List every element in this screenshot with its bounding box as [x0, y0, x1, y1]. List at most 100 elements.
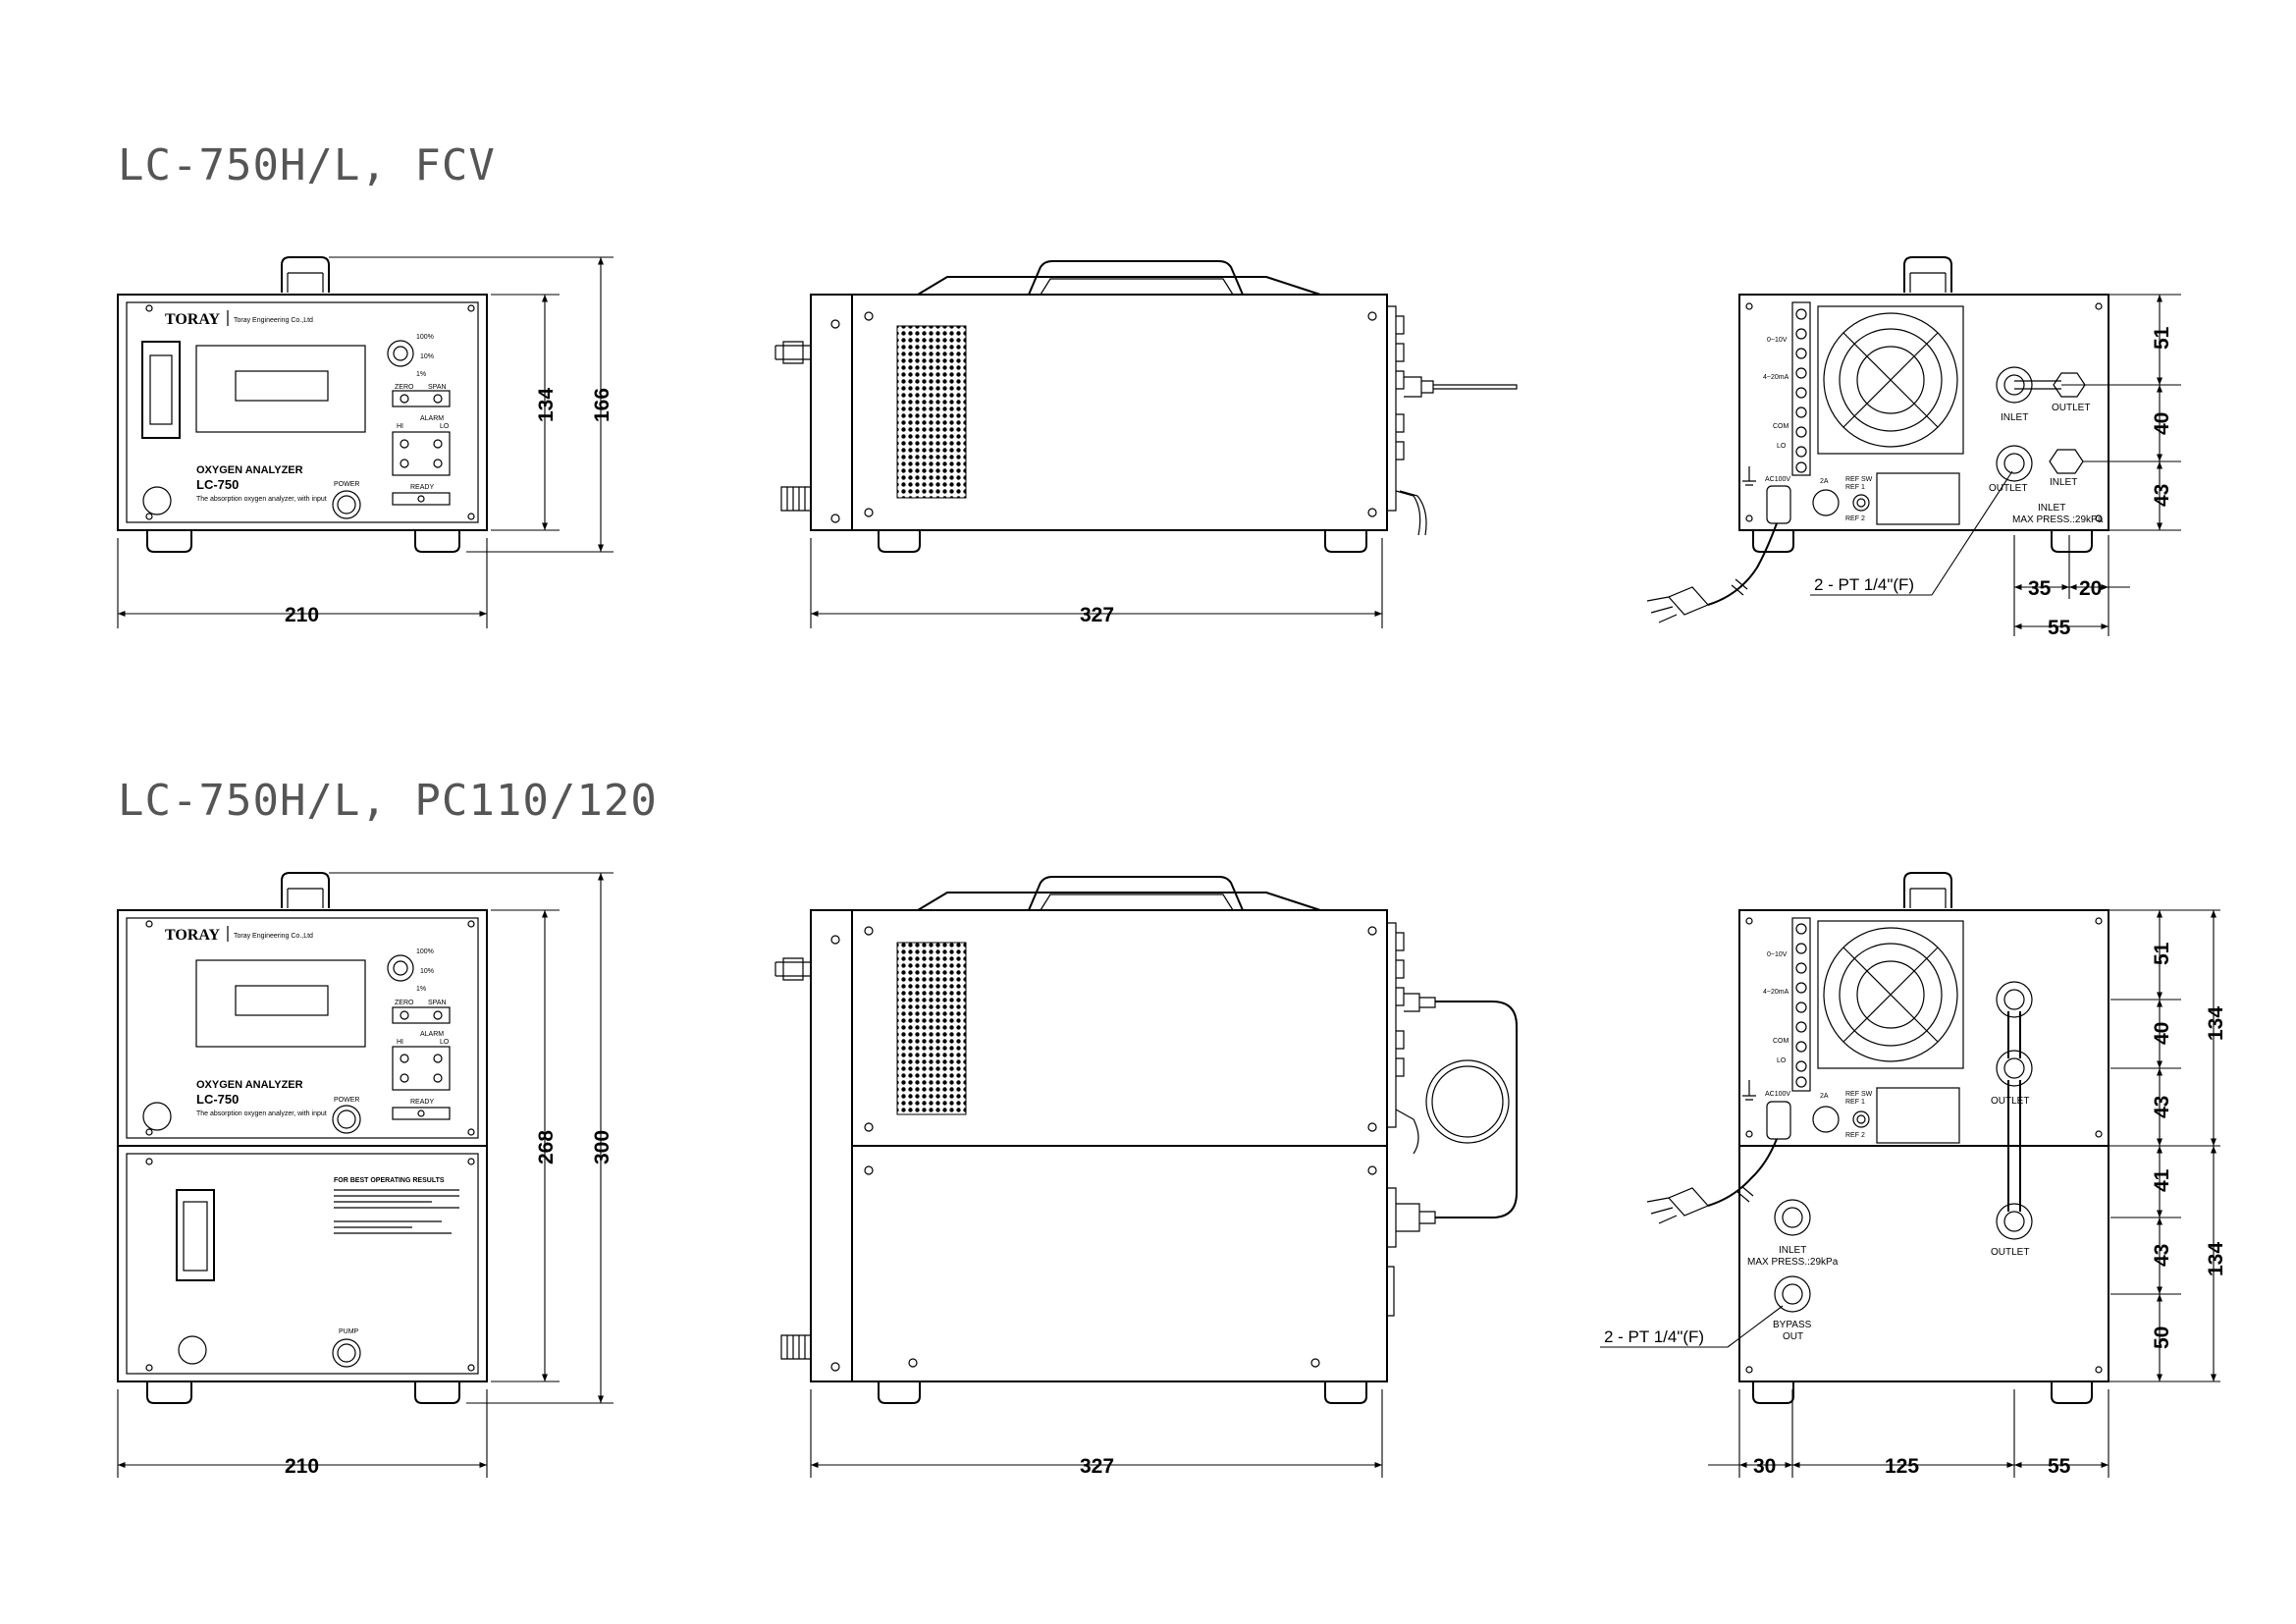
power-button-icon — [332, 490, 361, 519]
top-side-dims: 327 — [810, 538, 1383, 628]
alarm-label: ALARM — [420, 415, 444, 422]
svg-text:ALARM: ALARM — [420, 1031, 444, 1038]
svg-text:210: 210 — [285, 1455, 319, 1478]
bottom-port-callout: 2 - PT 1/4"(F) — [1600, 1305, 1784, 1348]
fan-icon — [1817, 305, 1964, 455]
model-name: LC-750 — [196, 477, 239, 492]
svg-text:REF 2: REF 2 — [1845, 515, 1865, 522]
svg-text:166: 166 — [591, 388, 614, 422]
svg-text:0~10V: 0~10V — [1767, 951, 1788, 958]
svg-text:INLET: INLET — [2050, 477, 2077, 488]
svg-text:134: 134 — [2205, 1006, 2227, 1041]
svg-text:4~20mA: 4~20mA — [1763, 374, 1789, 381]
svg-text:10%: 10% — [420, 968, 434, 975]
svg-text:40: 40 — [2151, 412, 2173, 435]
zero-label: ZERO — [395, 384, 414, 391]
title-bottom: LC-750H/L, PC110/120 — [118, 776, 658, 826]
svg-text:2 - PT 1/4"(F): 2 - PT 1/4"(F) — [1604, 1327, 1704, 1346]
svg-text:100%: 100% — [416, 334, 434, 341]
top-side-view — [774, 260, 1518, 553]
pump-button-icon — [332, 1338, 361, 1368]
svg-text:20: 20 — [2079, 577, 2102, 600]
svg-text:OUTLET: OUTLET — [2052, 403, 2090, 413]
svg-text:COM: COM — [1773, 423, 1789, 430]
power-label: POWER — [334, 481, 359, 488]
svg-text:COM: COM — [1773, 1038, 1789, 1045]
svg-text:READY: READY — [410, 1099, 434, 1106]
svg-text:HI: HI — [397, 423, 403, 430]
terminal-block-icon — [1791, 301, 1811, 476]
fuse-icon — [1812, 489, 1840, 516]
svg-text:Toray Engineering Co.,Ltd: Toray Engineering Co.,Ltd — [234, 933, 313, 940]
svg-text:MAX PRESS.:29kPa: MAX PRESS.:29kPa — [2012, 514, 2104, 525]
svg-text:30: 30 — [1753, 1455, 1776, 1478]
bottom-rear-view: 0~10V 4~20mA COM LO OUTLET OUTLET AC100V… — [1646, 872, 2109, 1404]
svg-text:REF SW: REF SW — [1845, 476, 1873, 483]
svg-text:55: 55 — [2048, 617, 2071, 639]
svg-text:OUT: OUT — [1783, 1331, 1803, 1342]
bottom-side-dims: 327 — [810, 1389, 1383, 1478]
svg-text:LO: LO — [440, 1039, 450, 1046]
svg-text:43: 43 — [2151, 1244, 2173, 1267]
svg-text:43: 43 — [2151, 1096, 2173, 1118]
svg-text:The absorption oxygen analyzer: The absorption oxygen analyzer, with inp… — [196, 1110, 327, 1117]
brand-logo: TORAY — [165, 311, 220, 328]
svg-text:ZERO: ZERO — [395, 1000, 414, 1006]
svg-text:0~10V: 0~10V — [1767, 337, 1788, 344]
svg-text:REF 2: REF 2 — [1845, 1132, 1865, 1139]
top-port-callout: 2 - PT 1/4"(F) — [1810, 470, 2013, 596]
ready-label: READY — [410, 484, 434, 491]
svg-text:LO: LO — [1777, 1057, 1787, 1064]
inlet-port-icon — [1996, 366, 2033, 404]
span-label: SPAN — [428, 384, 447, 391]
svg-text:41: 41 — [2151, 1168, 2173, 1192]
top-front-dims: 210 134 166 — [117, 256, 614, 628]
svg-text:268: 268 — [535, 1130, 558, 1164]
svg-text:134: 134 — [535, 388, 558, 422]
maker-name: Toray Engineering Co.,Ltd — [234, 317, 313, 324]
svg-text:LO: LO — [1777, 443, 1787, 450]
bottom-side-view — [774, 876, 1518, 1404]
range-knob-icon — [387, 340, 414, 367]
bypass-port-icon — [1774, 1275, 1811, 1313]
svg-text:51: 51 — [2151, 942, 2173, 965]
power-socket-icon — [1766, 485, 1791, 524]
svg-text:1%: 1% — [416, 371, 426, 378]
power-switch-window-icon — [141, 341, 181, 439]
svg-text:PUMP: PUMP — [339, 1328, 359, 1335]
svg-text:INLET: INLET — [1779, 1245, 1806, 1256]
svg-text:51: 51 — [2151, 326, 2173, 350]
svg-text:OXYGEN ANALYZER: OXYGEN ANALYZER — [196, 1079, 303, 1091]
svg-text:REF SW: REF SW — [1845, 1091, 1873, 1098]
svg-text:BYPASS: BYPASS — [1773, 1320, 1812, 1330]
svg-text:134: 134 — [2205, 1242, 2227, 1276]
svg-text:2A: 2A — [1820, 1093, 1829, 1100]
svg-text:300: 300 — [591, 1130, 614, 1164]
svg-text:1%: 1% — [416, 986, 426, 993]
svg-text:35: 35 — [2028, 577, 2052, 600]
svg-text:REF 1: REF 1 — [1845, 484, 1865, 491]
outlet-port-icon — [1996, 445, 2033, 482]
svg-text:AC100V: AC100V — [1765, 476, 1790, 483]
svg-text:100%: 100% — [416, 948, 434, 955]
svg-text:OUTLET: OUTLET — [1991, 1247, 2029, 1258]
svg-text:LO: LO — [440, 423, 450, 430]
title-top: LC-750H/L, FCV — [118, 140, 496, 190]
svg-text:50: 50 — [2151, 1326, 2173, 1349]
svg-text:SPAN: SPAN — [428, 1000, 447, 1006]
svg-text:MAX PRESS.:29kPa: MAX PRESS.:29kPa — [1747, 1257, 1839, 1268]
svg-text:4~20mA: 4~20mA — [1763, 989, 1789, 996]
svg-text:OUTLET: OUTLET — [1989, 483, 2027, 494]
svg-text:LC-750: LC-750 — [196, 1092, 239, 1107]
svg-text:125: 125 — [1885, 1455, 1919, 1478]
svg-text:The absorption oxygen analyzer: The absorption oxygen analyzer, with inp… — [196, 496, 327, 503]
svg-text:POWER: POWER — [334, 1097, 359, 1104]
svg-text:AC100V: AC100V — [1765, 1091, 1790, 1098]
svg-text:55: 55 — [2048, 1455, 2071, 1478]
svg-text:327: 327 — [1080, 1455, 1114, 1478]
svg-text:TORAY: TORAY — [165, 927, 220, 944]
svg-text:43: 43 — [2151, 484, 2173, 507]
bottom-rear-dims: 51 40 43 41 43 50 134 134 30 125 55 — [1708, 909, 2227, 1478]
pump-port-icon — [178, 1335, 207, 1365]
